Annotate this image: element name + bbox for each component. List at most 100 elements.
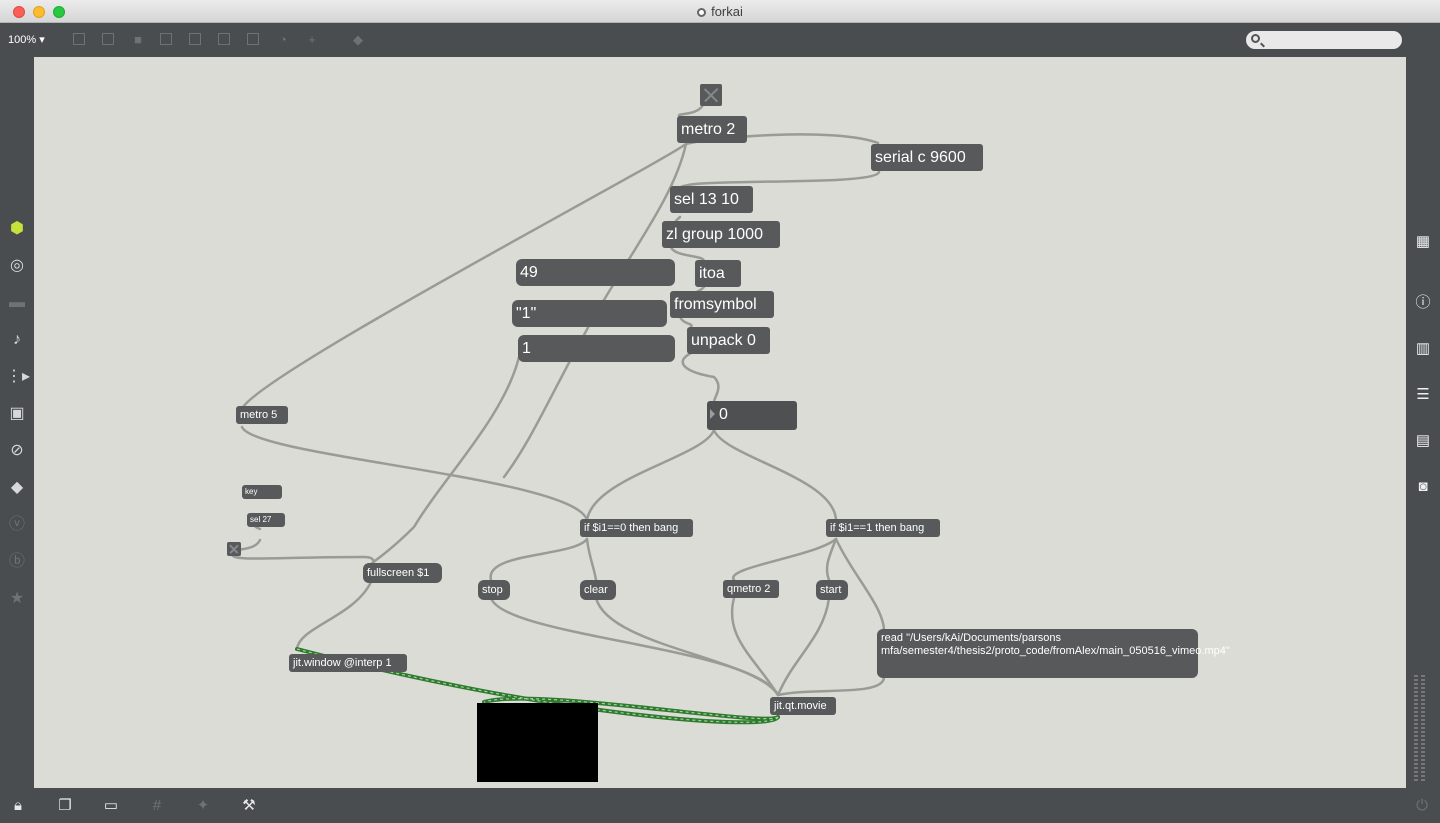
minimize-window-button[interactable] (33, 6, 45, 18)
message-label: 1 (522, 340, 531, 357)
message-1-quoted[interactable]: "1" (512, 300, 667, 327)
object-label: key (245, 487, 258, 496)
document-icon (697, 8, 707, 17)
object-label: sel 13 10 (674, 191, 739, 208)
object-zl-group[interactable]: zl group 1000 (662, 221, 780, 248)
title-bar: forkai (0, 0, 1440, 23)
playlist-icon[interactable]: ⋮▸ (6, 368, 31, 385)
object-label: if $i1==0 then bang (584, 522, 679, 534)
presentation-icon[interactable]: ▭ (103, 797, 119, 814)
object-metro-2[interactable]: metro 2 (677, 116, 747, 143)
number-box[interactable]: 0 (707, 401, 797, 430)
toggle-on-off[interactable] (700, 84, 722, 106)
paperclip-icon[interactable]: ⊘ (10, 442, 24, 459)
image-icon[interactable]: ▣ (9, 405, 25, 422)
message-label: fullscreen $1 (367, 567, 430, 579)
bookmark-icon[interactable]: ⓑ (8, 553, 25, 570)
left-sidebar: ⬢ ◎ ▬ ♪ ⋮▸ ▣ ⊘ ◆ ⓥ ⓑ ★ (0, 57, 34, 788)
target-icon[interactable]: ◎ (10, 257, 24, 274)
object-fromsymbol[interactable]: fromsymbol (670, 291, 774, 318)
button-icon[interactable] (188, 32, 204, 48)
message-stop[interactable]: stop (478, 580, 510, 600)
toggle-icon[interactable] (159, 32, 175, 48)
grid-icon[interactable]: # (152, 797, 162, 814)
toggle-fullscreen[interactable] (227, 542, 241, 556)
lock-icon[interactable]: 🔒︎ (14, 797, 22, 814)
object-metro-5[interactable]: metro 5 (236, 406, 288, 424)
object-key[interactable]: key (242, 485, 282, 499)
dial-icon[interactable]: ◔ (279, 32, 287, 47)
message-start[interactable]: start (816, 580, 848, 600)
message-label: "1" (516, 305, 537, 322)
level-meter-left (1414, 675, 1418, 783)
message-label: start (820, 584, 842, 596)
object-if-equals-1[interactable]: if $i1==1 then bang (826, 519, 940, 537)
bottom-toolbar: 🔒︎ ❐ ▭ # ✦ ⚒ ⏻ (0, 788, 1440, 823)
object-if-equals-0[interactable]: if $i1==0 then bang (580, 519, 693, 537)
level-meter-right (1421, 675, 1425, 783)
patcher-toolbar: 100% ▾ ■ ◔ + ◆ (0, 23, 1440, 57)
message-label: 49 (520, 264, 538, 281)
object-label: unpack 0 (691, 332, 756, 349)
star-icon[interactable]: ★ (9, 590, 25, 607)
vimeo-icon[interactable]: ⓥ (8, 516, 25, 533)
object-sel-27[interactable]: sel 27 (247, 513, 285, 527)
message-clear[interactable]: clear (580, 580, 616, 600)
object-jit-window[interactable]: jit.window @interp 1 (289, 654, 407, 672)
message-label: read "/Users/kAi/Documents/parsons mfa/s… (881, 632, 1230, 657)
object-label: sel 27 (250, 515, 272, 524)
number-arrow-icon (710, 409, 715, 419)
right-sidebar: ▦ ⓘ ▥ ☰ ▤ ◙ (1406, 57, 1440, 788)
patcher-canvas[interactable]: metro 2 serial c 9600 sel 13 10 zl group… (34, 57, 1406, 788)
object-label: if $i1==1 then bang (830, 522, 925, 534)
object-label: metro 2 (681, 121, 736, 138)
add-object-icon[interactable]: + (308, 32, 316, 47)
magic-icon[interactable]: ✦ (196, 797, 210, 814)
message-fullscreen[interactable]: fullscreen $1 (363, 563, 442, 583)
message-box-icon[interactable] (101, 32, 117, 48)
wrench-icon[interactable]: ⚒ (242, 797, 256, 814)
plug-icon[interactable]: ◆ (10, 479, 24, 496)
object-label: jit.qt.movie (774, 700, 827, 712)
object-label: fromsymbol (674, 296, 757, 313)
info-icon[interactable]: ⓘ (1415, 294, 1431, 311)
object-jit-qt-movie[interactable]: jit.qt.movie (770, 697, 836, 715)
zoom-window-button[interactable] (53, 6, 65, 18)
object-serial[interactable]: serial c 9600 (871, 144, 983, 171)
object-label: serial c 9600 (875, 149, 966, 166)
object-itoa[interactable]: itoa (695, 260, 741, 287)
object-qmetro[interactable]: qmetro 2 (723, 580, 779, 598)
message-label: stop (482, 584, 503, 596)
object-label: jit.window @interp 1 (293, 657, 392, 669)
book-icon[interactable]: ▤ (1415, 432, 1431, 449)
object-label: zl group 1000 (666, 226, 763, 243)
number-value: 0 (719, 406, 728, 423)
keyboard-icon[interactable]: ▬ (9, 294, 25, 311)
slider-icon[interactable] (246, 32, 262, 48)
message-read-file[interactable]: read "/Users/kAi/Documents/parsons mfa/s… (877, 629, 1230, 678)
comment-icon[interactable]: ■ (134, 32, 142, 47)
close-window-button[interactable] (13, 6, 25, 18)
object-label: qmetro 2 (727, 583, 771, 595)
window-icon[interactable] (72, 32, 88, 48)
message-1[interactable]: 1 (518, 335, 675, 362)
music-note-icon[interactable]: ♪ (13, 331, 21, 348)
list-icon[interactable]: ☰ (1416, 386, 1430, 403)
windows-icon[interactable]: ❐ (58, 797, 72, 814)
search-icon (1251, 34, 1260, 43)
object-label: metro 5 (240, 409, 278, 421)
grid-icon[interactable]: ▦ (1415, 233, 1431, 250)
search-input[interactable] (1246, 31, 1402, 49)
message-label: clear (584, 584, 608, 596)
object-unpack[interactable]: unpack 0 (687, 327, 770, 354)
columns-icon[interactable]: ▥ (1415, 340, 1431, 357)
cube-icon[interactable]: ⬢ (10, 220, 24, 237)
camera-icon[interactable]: ◙ (1418, 478, 1428, 495)
message-49[interactable]: 49 (516, 259, 675, 286)
object-sel-13-10[interactable]: sel 13 10 (670, 186, 753, 213)
power-icon[interactable]: ⏻ (1416, 797, 1428, 814)
object-label: itoa (699, 265, 725, 282)
number-box-icon[interactable] (217, 32, 233, 48)
zoom-menu[interactable]: 100% ▾ (8, 34, 45, 46)
paint-bucket-icon[interactable]: ◆ (353, 32, 363, 47)
